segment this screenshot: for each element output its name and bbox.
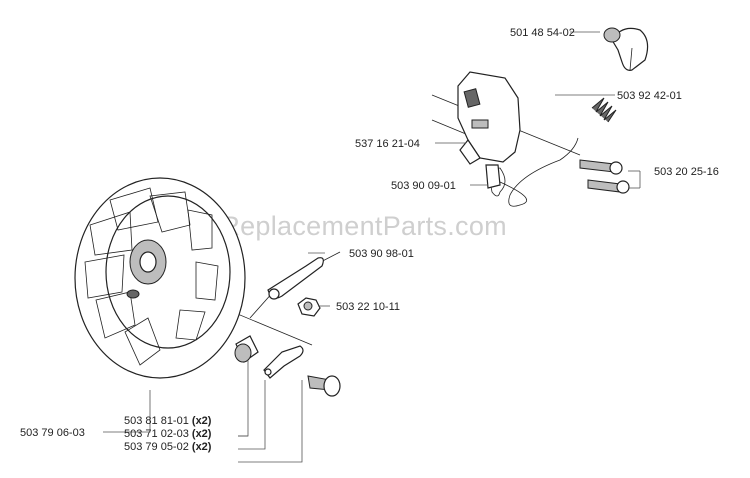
label-503-71-02-03: 503 71 02-03 (x2) (124, 428, 212, 440)
label-503-92-42-01: 503 92 42-01 (617, 90, 682, 102)
part-labels: 501 48 54-02 503 92 42-01 537 16 21-04 5… (20, 27, 719, 453)
screw-part-lower (587, 179, 630, 194)
nut-part (297, 297, 321, 317)
label-501-48-54-02: 501 48 54-02 (510, 27, 575, 39)
leader-lines (103, 31, 641, 463)
ignition-module-part (457, 71, 579, 207)
flywheel-part (74, 177, 246, 379)
pawl-part (263, 345, 304, 379)
screw-part-upper (579, 159, 623, 175)
watermark-text: eReplacementParts.com (205, 211, 507, 241)
label-503-90-98-01: 503 90 98-01 (349, 248, 414, 260)
label-503-81-81-01: 503 81 81-01 (x2) (124, 415, 212, 427)
label-503-79-05-02: 503 79 05-02 (x2) (124, 441, 212, 453)
sleeve-part (234, 335, 259, 363)
label-503-79-06-03: 503 79 06-03 (20, 427, 85, 439)
bracket-part (267, 257, 324, 300)
spring-part (591, 97, 617, 123)
label-503-20-25-16: 503 20 25-16 (654, 166, 719, 178)
spark-plug-cap-part (603, 27, 649, 71)
label-503-22-10-11: 503 22 10-11 (336, 301, 400, 313)
pin-part (307, 375, 341, 397)
label-503-90-09-01: 503 90 09-01 (391, 180, 456, 192)
label-537-16-21-04: 537 16 21-04 (355, 138, 420, 150)
